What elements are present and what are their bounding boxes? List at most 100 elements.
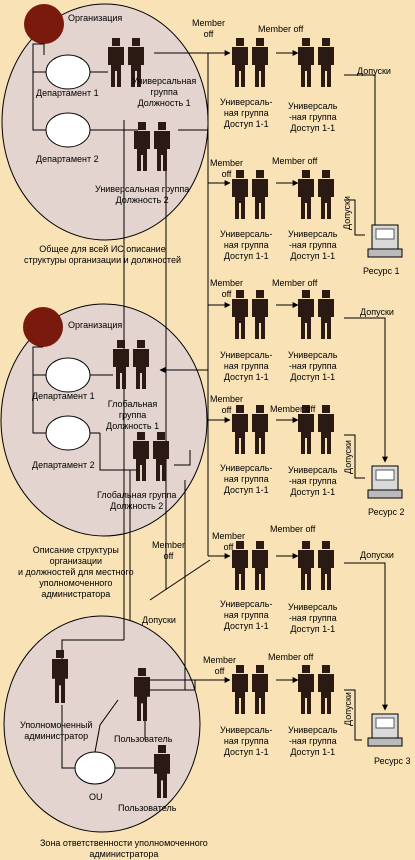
access-group-people-11-a <box>232 665 248 714</box>
department-1-label-local: Департамент 1 <box>32 391 95 401</box>
department-1-node-local <box>45 357 91 393</box>
access-group-people-2-a <box>298 38 314 87</box>
member-off-5b: Member off <box>270 524 316 534</box>
department-1-node <box>45 54 91 90</box>
access-group-people-1-a <box>232 38 248 87</box>
member-off-1b: Member off <box>258 24 304 34</box>
access-group-people-12-a <box>298 665 314 714</box>
access-group-people-6-a <box>298 290 314 339</box>
department-2-node-local <box>45 415 91 451</box>
department-2-label-local: Департамент 2 <box>32 460 95 470</box>
organization-node-2 <box>23 307 63 347</box>
access-group-people-5-b <box>252 290 268 339</box>
access-group-people-5-a <box>232 290 248 339</box>
access-label-1: Допуски <box>357 66 391 76</box>
access-label-5: Допуски <box>360 550 394 560</box>
gg-pos1-people-a <box>113 340 129 389</box>
access-group-people-11-b <box>252 665 268 714</box>
resource-2-icon <box>367 465 403 499</box>
access-group-people-3-b <box>252 170 268 219</box>
department-1-label: Департамент 1 <box>36 88 99 98</box>
member-off-4b: Member off <box>270 404 316 414</box>
access-group-people-9-b <box>252 541 268 590</box>
user-person-2 <box>154 745 170 798</box>
gg-pos1-people-b <box>133 340 149 389</box>
department-2-label: Департамент 2 <box>36 154 99 164</box>
access-label-3: Допуски <box>360 307 394 317</box>
access-group-people-2-b <box>318 38 334 87</box>
access-label-6: Допуски <box>343 692 353 726</box>
organization-label-2: Организация <box>68 320 123 330</box>
access-group-people-10-b <box>318 541 334 590</box>
access-label-2: Допуски <box>342 196 352 230</box>
access-group-people-7-a <box>232 405 248 454</box>
resource-3-icon <box>367 713 403 747</box>
ug-pos1-people-b <box>128 38 144 87</box>
gg-pos2-people-a <box>133 432 149 481</box>
access-group-people-12-b <box>318 665 334 714</box>
people-icons <box>52 38 334 798</box>
organization-circle-2 <box>0 303 208 537</box>
ug-pos2-people-a <box>134 122 150 171</box>
access-group-people-7-b <box>252 405 268 454</box>
member-off-3b: Member off <box>272 278 318 288</box>
access-group-people-8-a <box>298 405 314 454</box>
member-off-6b: Member off <box>268 652 314 662</box>
access-group-people-4-a <box>298 170 314 219</box>
ou-label: OU <box>89 792 103 802</box>
access-group-people-10-a <box>298 541 314 590</box>
resource-1-icon <box>367 224 403 258</box>
ug-pos2-people-b <box>154 122 170 171</box>
resource-1-label: Ресурс 1 <box>363 266 400 276</box>
organization-node-1 <box>24 4 64 44</box>
access-label-4: Допуски <box>343 440 353 474</box>
access-group-people-3-a <box>232 170 248 219</box>
access-group-people-9-a <box>232 541 248 590</box>
user-person-1 <box>134 668 150 721</box>
access-group-people-6-b <box>318 290 334 339</box>
organization-label-1: Организация <box>68 13 123 23</box>
user-label-2: Пользователь <box>118 803 177 813</box>
access-group-people-8-b <box>318 405 334 454</box>
ou-node <box>74 751 116 785</box>
member-off-2b: Member off <box>272 156 318 166</box>
delegated-admin-person <box>52 650 68 703</box>
access-label-local: Допуски <box>142 615 176 625</box>
access-group-people-1-b <box>252 38 268 87</box>
ug-pos1-people-a <box>108 38 124 87</box>
gg-pos2-people-b <box>153 432 169 481</box>
resource-2-label: Ресурс 2 <box>368 507 405 517</box>
resource-3-label: Ресурс 3 <box>374 756 411 766</box>
access-group-people-4-b <box>318 170 334 219</box>
user-label-1: Пользователь <box>114 734 173 744</box>
